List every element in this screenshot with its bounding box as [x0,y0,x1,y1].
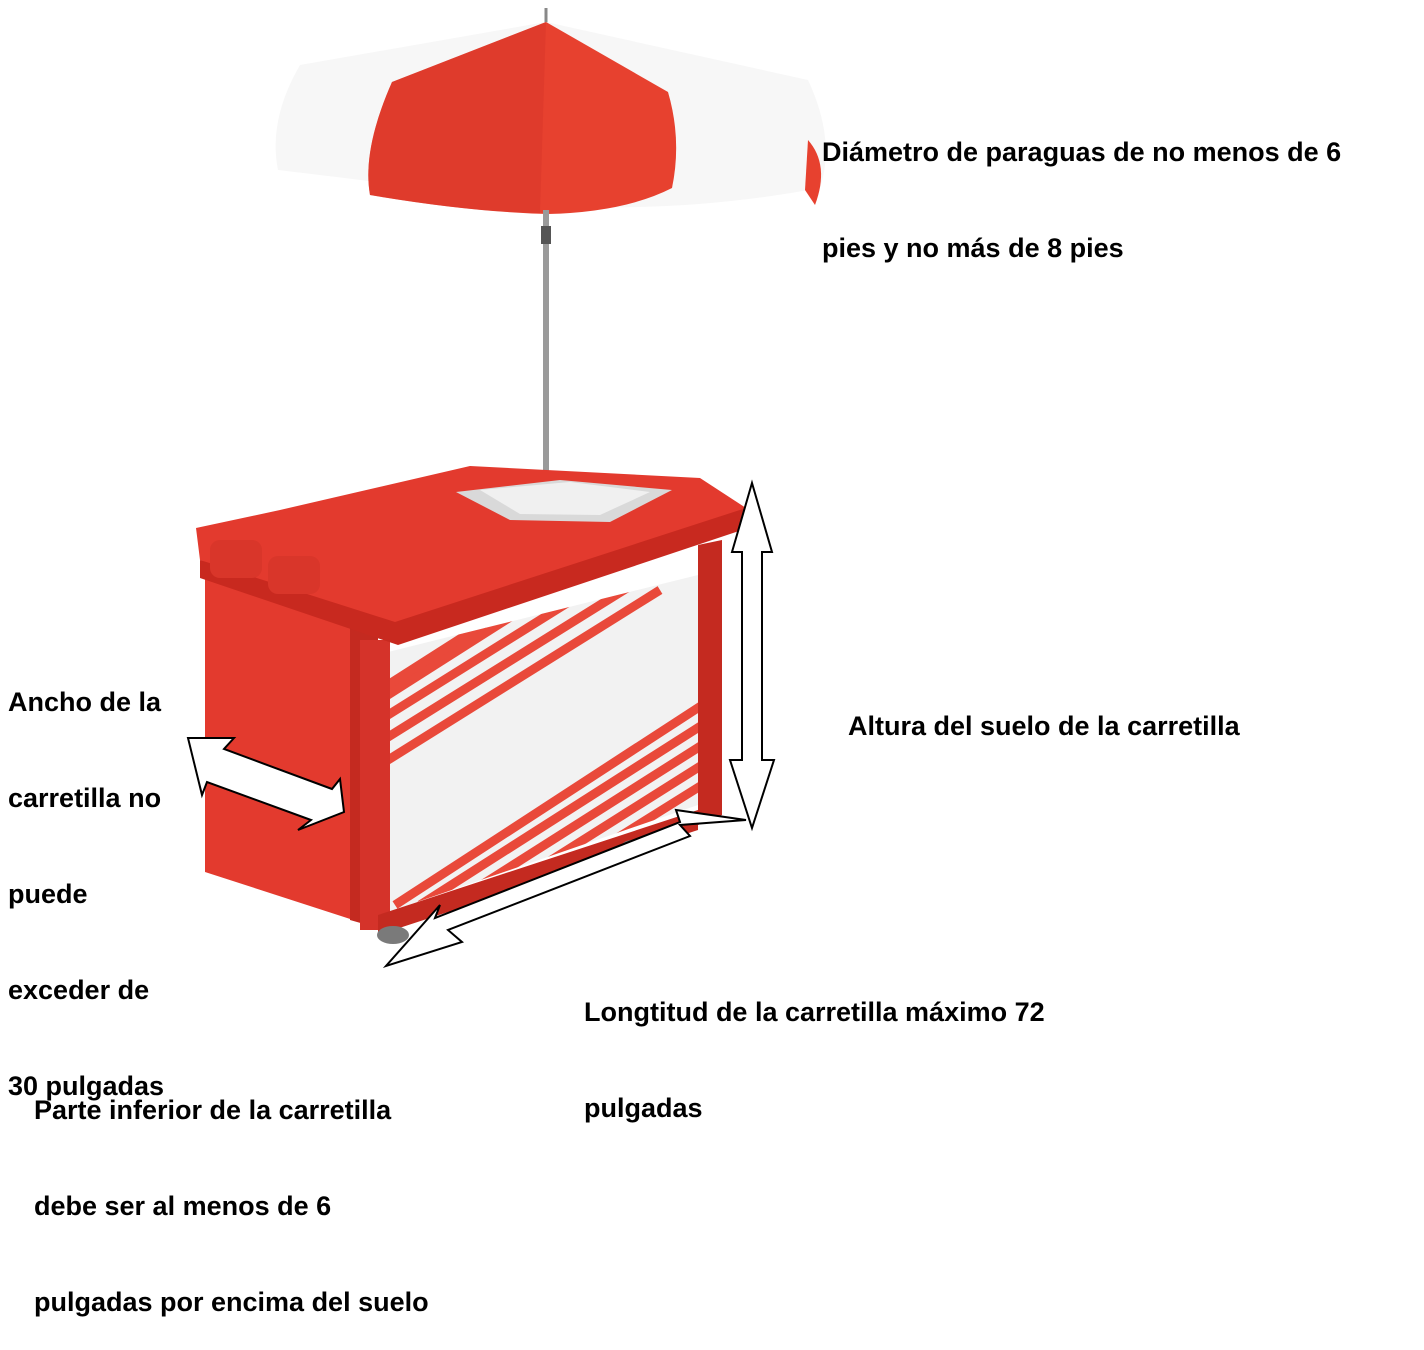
dimension-arrows [186,479,776,969]
cart-handle-right [268,556,320,594]
cart-right-post [698,540,722,825]
width-arrow [186,737,346,831]
cart-illustration [186,8,826,969]
cart-front-panel [388,575,698,912]
cart-height-line-1: Altura del suelo de la carretilla [848,711,1240,741]
umbrella-diameter-line-1: Diámetro de paraguas de no menos de 6 [822,137,1342,167]
umbrella-diameter-line-2: pies y no más de 8 pies [822,233,1124,263]
cart-height-label: Altura del suelo de la carretilla [848,646,1240,774]
cart-width-line-5: 30 pulgadas [8,1071,165,1101]
cart-lid-rim [200,508,748,645]
cart-handle-left [210,540,262,578]
cart-clearance-line-3: pulgadas por encima del suelo [34,1287,429,1317]
cart-clearance-label: Parte inferior de la carretilla debe ser… [34,1030,429,1350]
cart-side-body [205,560,378,928]
cart-length-label: Longtitud de la carretilla máximo 72 pul… [584,932,1045,1156]
umbrella-canopy-red-shade [368,22,546,213]
cart-lid-tray-hole [480,482,650,515]
umbrella-pole-clamp [541,226,551,244]
height-arrow [728,479,776,832]
cart-width-line-1: Ancho de la [8,687,162,717]
cart-width-line-4: exceder de [8,975,150,1005]
length-arrow [382,808,747,969]
cart-width-line-2: carretilla no [8,783,162,813]
cart-length-line-2: pulgadas [584,1093,703,1123]
cart [196,466,748,944]
cart-clearance-line-2: debe ser al menos de 6 [34,1191,332,1221]
cart-width-label: Ancho de la carretilla no puede exceder … [8,622,164,1134]
umbrella [275,8,826,540]
cart-width-line-3: puede [8,879,88,909]
cart-length-line-1: Longtitud de la carretilla máximo 72 [584,997,1045,1027]
cart-wheel-front [377,926,409,944]
umbrella-pole [543,210,549,540]
cart-front-post [360,640,390,930]
umbrella-diameter-label: Diámetro de paraguas de no menos de 6 pi… [822,72,1341,296]
cart-clearance-line-1: Parte inferior de la carretilla [34,1095,392,1125]
cart-base-rail [378,810,698,935]
umbrella-canopy-red-edge [805,140,822,205]
